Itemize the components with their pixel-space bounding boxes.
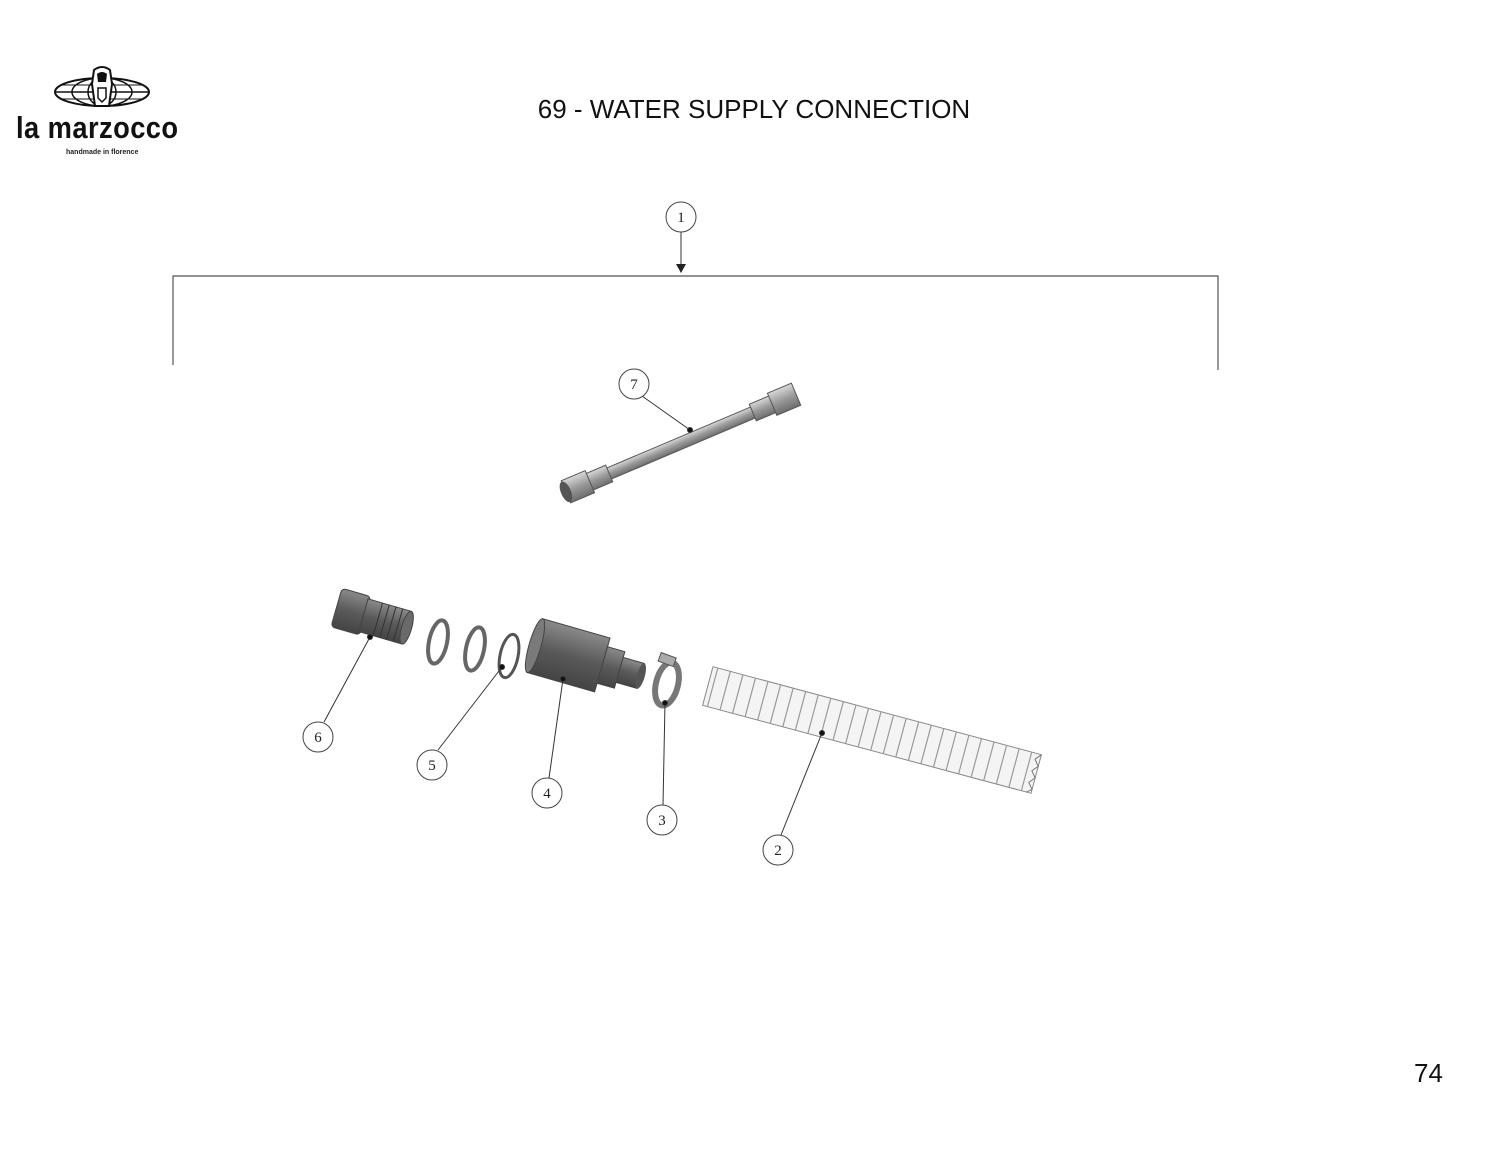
callout-4-label: 4	[543, 786, 551, 802]
callout-6-label: 6	[314, 730, 322, 746]
callout-7-label: 7	[630, 377, 638, 393]
callout-1: 1	[665, 201, 697, 233]
callout-3-label: 3	[658, 813, 666, 829]
callout-7: 7	[618, 368, 650, 400]
globe-lion-emblem-icon	[54, 66, 150, 107]
part-2-corrugated-hose	[702, 666, 1042, 794]
part-3-hose-clamp	[652, 651, 682, 709]
page-number: 74	[1414, 1058, 1443, 1088]
callout-2: 2	[762, 834, 794, 866]
brand-tagline: handmade in florence	[66, 149, 139, 156]
page-title: 69 - WATER SUPPLY CONNECTION	[537, 94, 971, 124]
part-7-braided-hose	[559, 382, 802, 504]
brand-name: la marzocco	[16, 110, 179, 145]
callout-4: 4	[531, 777, 563, 809]
callout-3: 3	[646, 804, 678, 836]
callout-6: 6	[302, 721, 334, 753]
part-4-hose-adapter	[524, 618, 647, 693]
callout-5: 5	[416, 749, 448, 781]
part-5-washers	[426, 618, 521, 680]
callout-2-label: 2	[774, 843, 782, 859]
assembly-bracket	[172, 232, 1219, 370]
part-6-threaded-fitting	[331, 588, 414, 645]
leader-lines	[323, 395, 825, 836]
callout-1-label: 1	[677, 210, 685, 226]
callout-5-label: 5	[428, 758, 436, 774]
